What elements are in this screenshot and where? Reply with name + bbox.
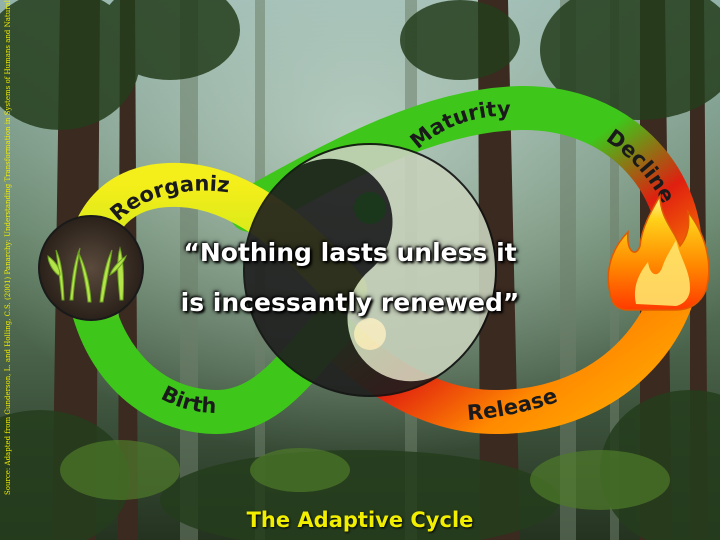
quote-line-2: is incessantly renewed” — [180, 288, 520, 317]
yin-yang-icon — [243, 143, 497, 397]
source-citation-text: Source: Adapted from Gunderson, L. and H… — [4, 0, 12, 495]
fire-icon — [607, 193, 710, 311]
diagram-title: The Adaptive Cycle — [246, 508, 474, 532]
quote: “Nothing lasts unless it is incessantly … — [150, 228, 550, 328]
quote-line-1: “Nothing lasts unless it — [183, 238, 517, 267]
seedlings-icon — [38, 215, 144, 321]
source-citation: Source: Adapted from Gunderson, L. and H… — [4, 0, 12, 495]
